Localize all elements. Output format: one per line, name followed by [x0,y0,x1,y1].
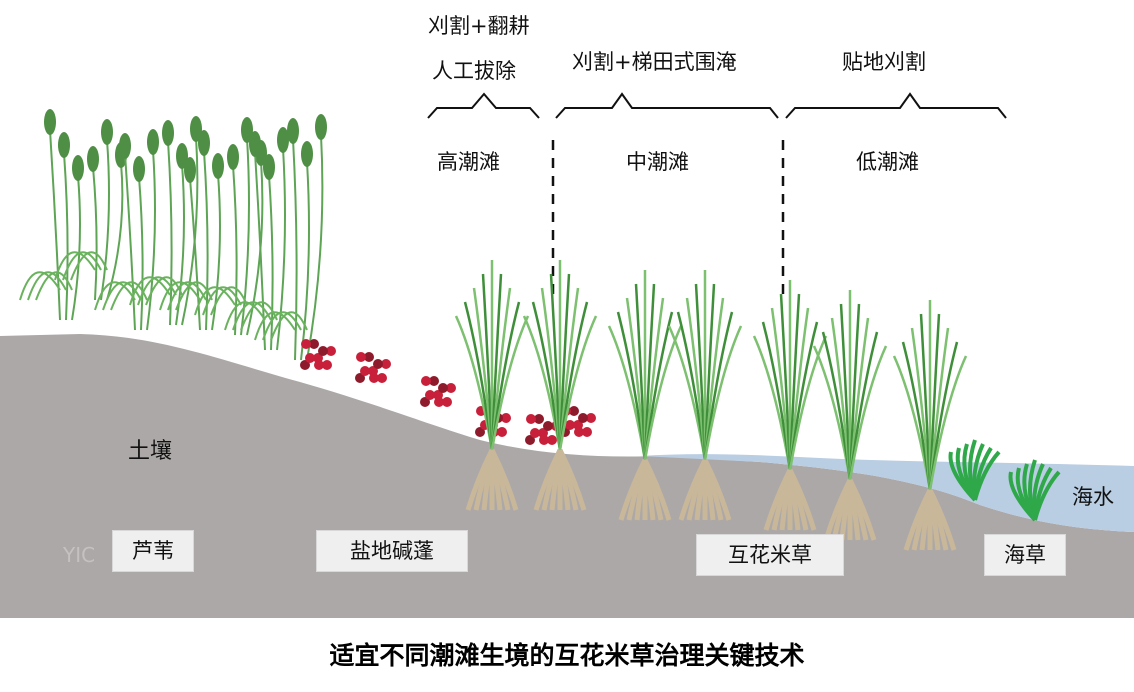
spartina-plant [454,260,530,511]
brace-high [427,92,540,119]
suaeda-plant [300,339,336,370]
spartina-plant [892,300,968,551]
spartina-plant [607,270,683,521]
reed-plant [159,130,224,331]
suaeda-plant [355,352,391,383]
suaeda-label: 盐地碱蓬 [316,530,468,572]
reed-plant [254,114,327,361]
treatment-mid: 刈割+梯田式围淹 [572,50,737,74]
reed-plant [19,109,84,321]
suaeda-plant [420,376,456,407]
brace-low [785,92,1007,119]
spartina-plant [812,290,888,541]
treatment-high-1: 刈割+翻耕 [428,14,530,38]
spartina-plant [752,280,828,531]
treatment-high-2: 人工拔除 [432,59,516,83]
sea-label: 海水 [1072,485,1114,509]
spartina-plant [522,260,598,511]
soil-label: 土壤 [128,439,173,464]
spartina-label: 互花米草 [696,534,844,576]
spartina-plant [667,270,743,521]
reed-label: 芦苇 [112,530,194,572]
suaeda-plant [525,414,561,445]
reed-plant [129,116,202,326]
reed-plant [224,127,289,351]
reed-plant [94,129,159,331]
seagrass-plant [948,439,1001,502]
brace-mid [555,92,779,119]
seagrass-label: 海草 [984,534,1066,576]
zone-mid-label: 中潮滩 [626,150,689,174]
zone-high-label: 高潮滩 [437,150,500,174]
watermark: YIC [63,543,96,567]
treatment-low: 贴地刈割 [842,50,926,74]
figure-caption: 适宜不同潮滩生境的互花米草治理关键技术 [329,641,805,670]
zone-low-label: 低潮滩 [856,150,919,174]
seagrass-plant [1008,459,1061,522]
